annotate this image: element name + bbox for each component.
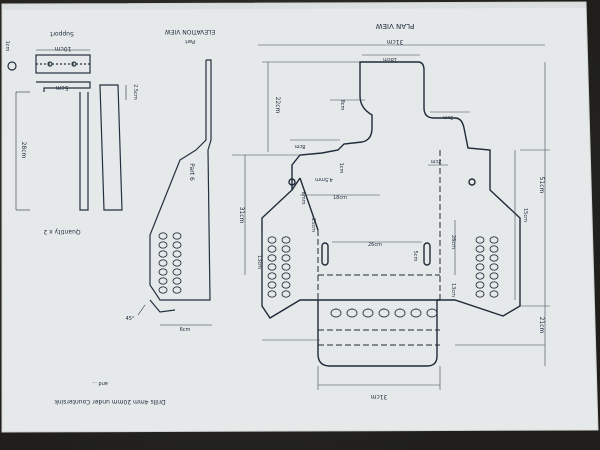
plan-step-b: 8cm bbox=[339, 100, 345, 111]
drill-hole bbox=[267, 290, 277, 298]
plan-inner-width-2: 18cm bbox=[333, 195, 347, 201]
plan-step-a: 8cm bbox=[294, 143, 305, 149]
paper-shadow bbox=[2, 2, 586, 10]
drill-hole bbox=[172, 250, 182, 258]
plan-right-height: 51cm bbox=[538, 177, 545, 194]
support-title: Support bbox=[49, 30, 73, 37]
plan-hole-a: 6mm bbox=[300, 192, 306, 205]
drill-hole bbox=[281, 254, 291, 262]
drill-hole bbox=[281, 272, 291, 280]
support-height-label: 28cm bbox=[20, 142, 27, 159]
drill-hole bbox=[267, 263, 277, 271]
plan-inner-width: 26cm bbox=[368, 242, 382, 248]
elevation-texts: ELEVATION VIEW Part Part 6 6cm 45° bbox=[126, 28, 216, 333]
elevation-holes bbox=[158, 232, 182, 294]
plan-holes bbox=[267, 236, 499, 318]
support-depth-label: 5cm bbox=[55, 84, 68, 91]
support-width-label: 10cm bbox=[54, 45, 71, 52]
support-drop-label: 2.5cm bbox=[132, 84, 138, 100]
plan-wing-left: 13cm bbox=[256, 255, 262, 269]
drill-hole bbox=[489, 245, 499, 253]
drill-hole bbox=[267, 254, 277, 262]
footer-note: Drills 4mm 20mm under Countersink bbox=[54, 398, 166, 405]
plan-bottom-right: 21cm bbox=[538, 317, 545, 334]
drill-hole bbox=[475, 245, 485, 253]
drill-hole bbox=[172, 232, 182, 240]
elevation-drawing bbox=[137, 59, 212, 326]
footer-notes: Drills 4mm 20mm under Countersink and ..… bbox=[54, 380, 166, 405]
quantity-note: Quantity x 2 bbox=[43, 228, 80, 235]
elevation-subtitle: Part bbox=[185, 38, 195, 44]
drill-hole bbox=[267, 281, 277, 289]
plan-gap: 13cm bbox=[450, 283, 456, 297]
drill-hole bbox=[281, 281, 291, 289]
support-tab-label: 1cm bbox=[4, 41, 10, 52]
drill-hole bbox=[475, 272, 485, 280]
drill-hole bbox=[489, 254, 499, 262]
plan-overall-top: 31cm bbox=[386, 38, 403, 45]
plan-slot: 5cm bbox=[412, 251, 418, 262]
drill-hole bbox=[158, 277, 168, 285]
drill-hole bbox=[158, 241, 168, 249]
drill-hole bbox=[158, 268, 168, 276]
drill-hole bbox=[158, 232, 168, 240]
drill-hole bbox=[330, 308, 342, 318]
drill-hole bbox=[489, 263, 499, 271]
drill-hole bbox=[346, 308, 358, 318]
footer-sub: and ... bbox=[92, 380, 108, 386]
plan-tab-width: 18cm bbox=[383, 56, 397, 62]
drill-hole bbox=[281, 245, 291, 253]
drill-hole bbox=[489, 272, 499, 280]
plan-notch: 3cm bbox=[442, 114, 453, 120]
drill-hole bbox=[475, 290, 485, 298]
drill-hole bbox=[281, 236, 291, 244]
drill-hole bbox=[475, 281, 485, 289]
plan-notch-2: 2cm bbox=[430, 158, 441, 164]
drill-hole bbox=[489, 236, 499, 244]
drill-hole bbox=[378, 308, 390, 318]
drill-hole bbox=[158, 259, 168, 267]
plan-wing-height: 26cm bbox=[450, 235, 456, 249]
drill-hole bbox=[172, 286, 182, 294]
drill-hole bbox=[426, 308, 438, 318]
drill-hole bbox=[475, 263, 485, 271]
plan-left-height: 22cm bbox=[274, 97, 281, 114]
plan-title: PLAN VIEW bbox=[376, 22, 415, 30]
drill-hole bbox=[172, 277, 182, 285]
paper-sheet bbox=[1, 1, 599, 433]
plan-side-height-2: 25cm bbox=[310, 218, 316, 232]
drill-hole bbox=[410, 308, 422, 318]
drill-hole bbox=[172, 268, 182, 276]
plan-side-height: 31cm bbox=[238, 207, 245, 224]
elevation-title: ELEVATION VIEW bbox=[165, 28, 216, 35]
drill-hole bbox=[281, 263, 291, 271]
drill-hole bbox=[489, 290, 499, 298]
plan-bottom-width: 31cm bbox=[370, 393, 387, 400]
drill-hole bbox=[475, 254, 485, 262]
drill-hole bbox=[158, 286, 168, 294]
elevation-base-label: 6cm bbox=[180, 327, 191, 333]
plan-right-inner: 15cm bbox=[522, 208, 528, 222]
drill-hole bbox=[281, 290, 291, 298]
drill-hole bbox=[267, 245, 277, 253]
plan-hole-b: 4.5mm bbox=[315, 176, 333, 182]
support-drawing bbox=[7, 49, 127, 211]
drill-hole bbox=[172, 241, 182, 249]
support-dimension-texts: Support 10cm 5cm 28cm 2.5cm 1cm Quantity… bbox=[4, 30, 138, 235]
drill-hole bbox=[158, 250, 168, 258]
drill-hole bbox=[267, 236, 277, 244]
plan-tab-small: 1cm bbox=[338, 163, 344, 174]
plan-dimension-lines bbox=[232, 44, 550, 390]
part-label: Part 6 bbox=[188, 163, 195, 181]
drill-hole bbox=[489, 281, 499, 289]
plan-outline bbox=[261, 61, 521, 367]
elevation-angle-label: 45° bbox=[126, 316, 135, 322]
plan-dimension-texts: PLAN VIEW 31cm 18cm 22cm 51cm 15cm 21cm … bbox=[238, 22, 545, 400]
drill-hole bbox=[475, 236, 485, 244]
drill-hole bbox=[394, 308, 406, 318]
drill-hole bbox=[172, 259, 182, 267]
drill-hole bbox=[267, 272, 277, 280]
drill-hole bbox=[362, 308, 374, 318]
